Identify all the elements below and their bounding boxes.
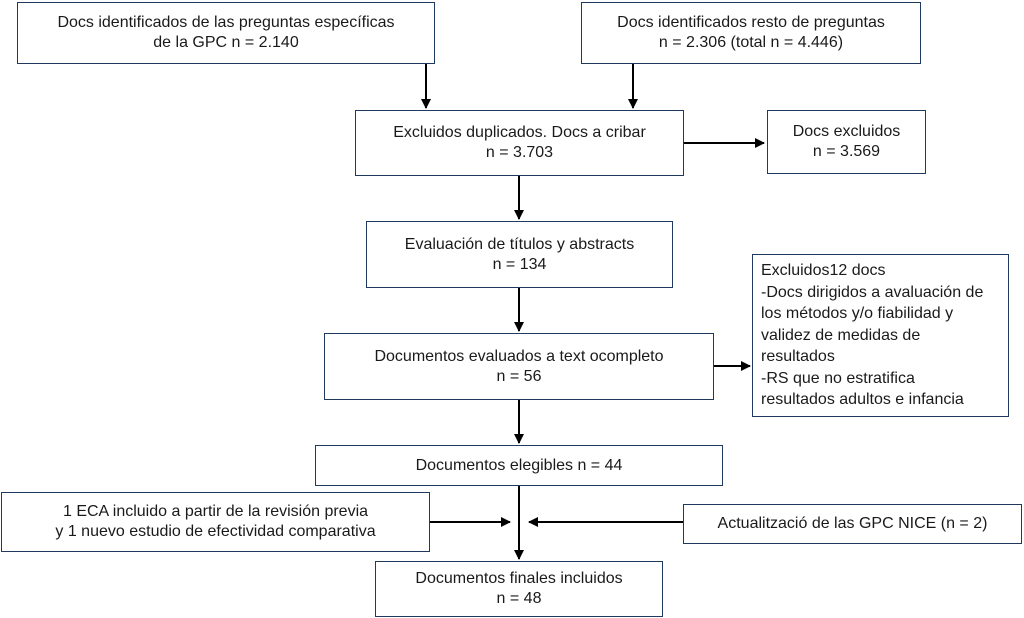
text-line: resultados bbox=[761, 348, 835, 365]
text-line: n = 48 bbox=[496, 590, 542, 607]
text-line: -Docs dirigidos a avaluación de bbox=[761, 283, 984, 301]
box-titles-abstracts: Evaluación de títulos y abstracts n = 13… bbox=[366, 221, 673, 288]
text-line: n = 3.569 bbox=[812, 143, 881, 160]
text-line: n = 2.306 (total n = 4.446) bbox=[658, 34, 844, 51]
box-identified-rest: Docs identificados resto de preguntas n … bbox=[581, 2, 921, 64]
text-line: n = 134 bbox=[492, 255, 547, 273]
box-excluded-12: Excluidos12 docs -Docs dirigidos a avalu… bbox=[752, 254, 1009, 417]
text-line: y 1 nuevo estudio de efectividad compara… bbox=[55, 523, 376, 540]
text-line: Excluidos12 docs bbox=[761, 262, 886, 279]
text-line: -RS que no estratifica bbox=[761, 369, 915, 387]
text-line: Docs excluidos bbox=[792, 123, 901, 140]
text-line: Documentos finales incluidos bbox=[415, 570, 623, 587]
text-line: 1 ECA incluido a partir de la revisión p… bbox=[62, 503, 369, 520]
text-line: Excluidos duplicados. Docs a cribar bbox=[393, 124, 646, 141]
text-line: Docs identificados de las preguntas espe… bbox=[57, 14, 395, 31]
box-eca-included: 1 ECA incluido a partir de la revisión p… bbox=[1, 492, 430, 552]
text-line: Documentos evaluados a text ocompleto bbox=[374, 347, 664, 365]
text-line: Actualització de las GPC NICE (n = 2) bbox=[717, 515, 988, 532]
text-line: n = 3.703 bbox=[485, 144, 554, 161]
box-docs-excluded: Docs excluidos n = 3.569 bbox=[767, 110, 926, 174]
box-duplicates-removed: Excluidos duplicados. Docs a cribar n = … bbox=[355, 110, 684, 176]
box-identified-specific: Docs identificados de las preguntas espe… bbox=[17, 2, 435, 64]
text-line: resultados adultos e infancia bbox=[761, 391, 964, 408]
box-nice-update: Actualització de las GPC NICE (n = 2) bbox=[683, 504, 1022, 544]
box-full-text: Documentos evaluados a text ocompleto n … bbox=[324, 333, 714, 400]
text-line: n = 56 bbox=[496, 367, 542, 385]
box-final: Documentos finales incluidos n = 48 bbox=[375, 561, 663, 617]
text-line: de la GPC n = 2.140 bbox=[153, 34, 299, 51]
text-line: Documentos elegibles n = 44 bbox=[415, 456, 623, 474]
box-eligible: Documentos elegibles n = 44 bbox=[315, 445, 723, 486]
text-line: Docs identificados resto de preguntas bbox=[617, 14, 885, 31]
text-line: Evaluación de títulos y abstracts bbox=[404, 235, 635, 253]
text-line: los métodos y/o fiabilidad y bbox=[761, 305, 954, 322]
text-line: validez de medidas de bbox=[761, 326, 921, 344]
